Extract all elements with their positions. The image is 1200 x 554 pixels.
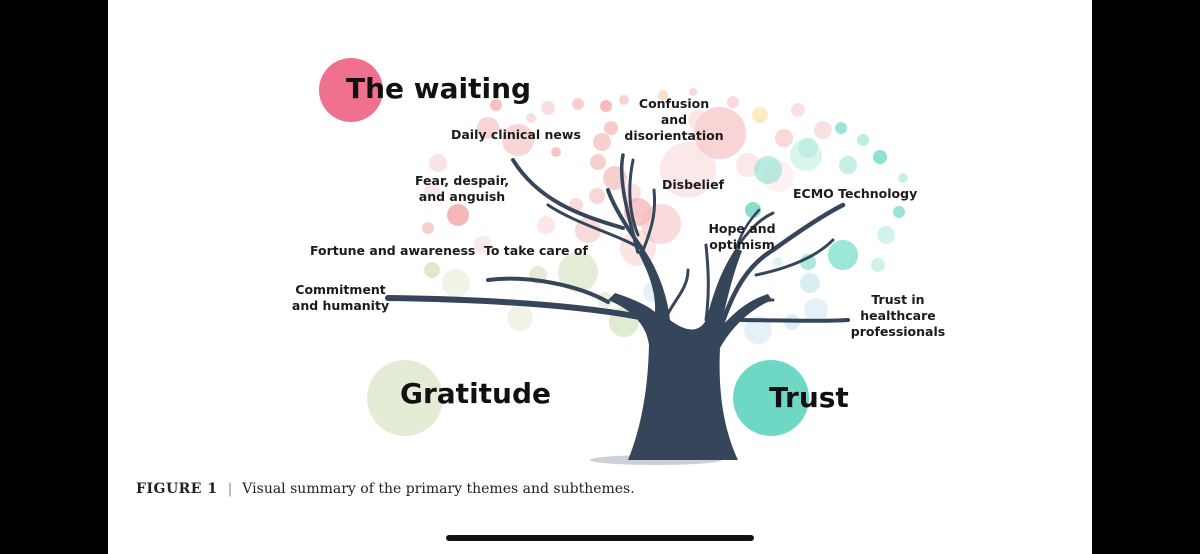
waiting-circle <box>319 58 383 122</box>
label-line: healthcare <box>860 308 936 323</box>
foliage-dots <box>422 88 908 344</box>
subtheme-fortune-awareness: Fortune and awareness <box>310 243 476 258</box>
label-line: Confusion <box>638 96 710 111</box>
subtheme-daily-clinical-news: Daily clinical news <box>451 127 581 142</box>
gratitude-circle <box>367 360 443 436</box>
caption-text: Visual summary of the primary themes and… <box>242 481 635 497</box>
label-line: Hope and <box>708 221 776 236</box>
subtheme-ecmo-technology: ECMO Technology <box>793 186 918 201</box>
tree-shape <box>385 153 850 465</box>
label-line: and <box>660 112 688 127</box>
label-line: Commitment <box>295 282 386 297</box>
theme-the-waiting: The waiting <box>346 72 532 105</box>
figure-number: FIGURE 1 <box>136 481 218 497</box>
trust-circle <box>733 360 809 436</box>
figure-caption: FIGURE 1 | Visual summary of the primary t… <box>136 481 635 497</box>
label-line: Trust in <box>871 292 925 307</box>
caption-separator: | <box>227 481 233 497</box>
label-line: professionals <box>850 324 946 339</box>
theme-tree-illustration <box>319 58 908 465</box>
home-indicator-bar[interactable] <box>446 535 754 541</box>
theme-gratitude: Gratitude <box>400 377 552 410</box>
label-line: disorientation <box>624 128 724 143</box>
label-line: and anguish <box>418 189 506 204</box>
label-line: Fear, despair, <box>415 173 509 188</box>
subtheme-fear-despair-anguish: Fear, despair,and anguish <box>402 173 522 205</box>
theme-trust: Trust <box>769 381 849 414</box>
label-line: optimism <box>709 237 775 252</box>
subtheme-disbelief: Disbelief <box>662 177 725 192</box>
label-line: and humanity <box>291 298 390 313</box>
subtheme-to-take-care-of: To take care of <box>484 243 588 258</box>
